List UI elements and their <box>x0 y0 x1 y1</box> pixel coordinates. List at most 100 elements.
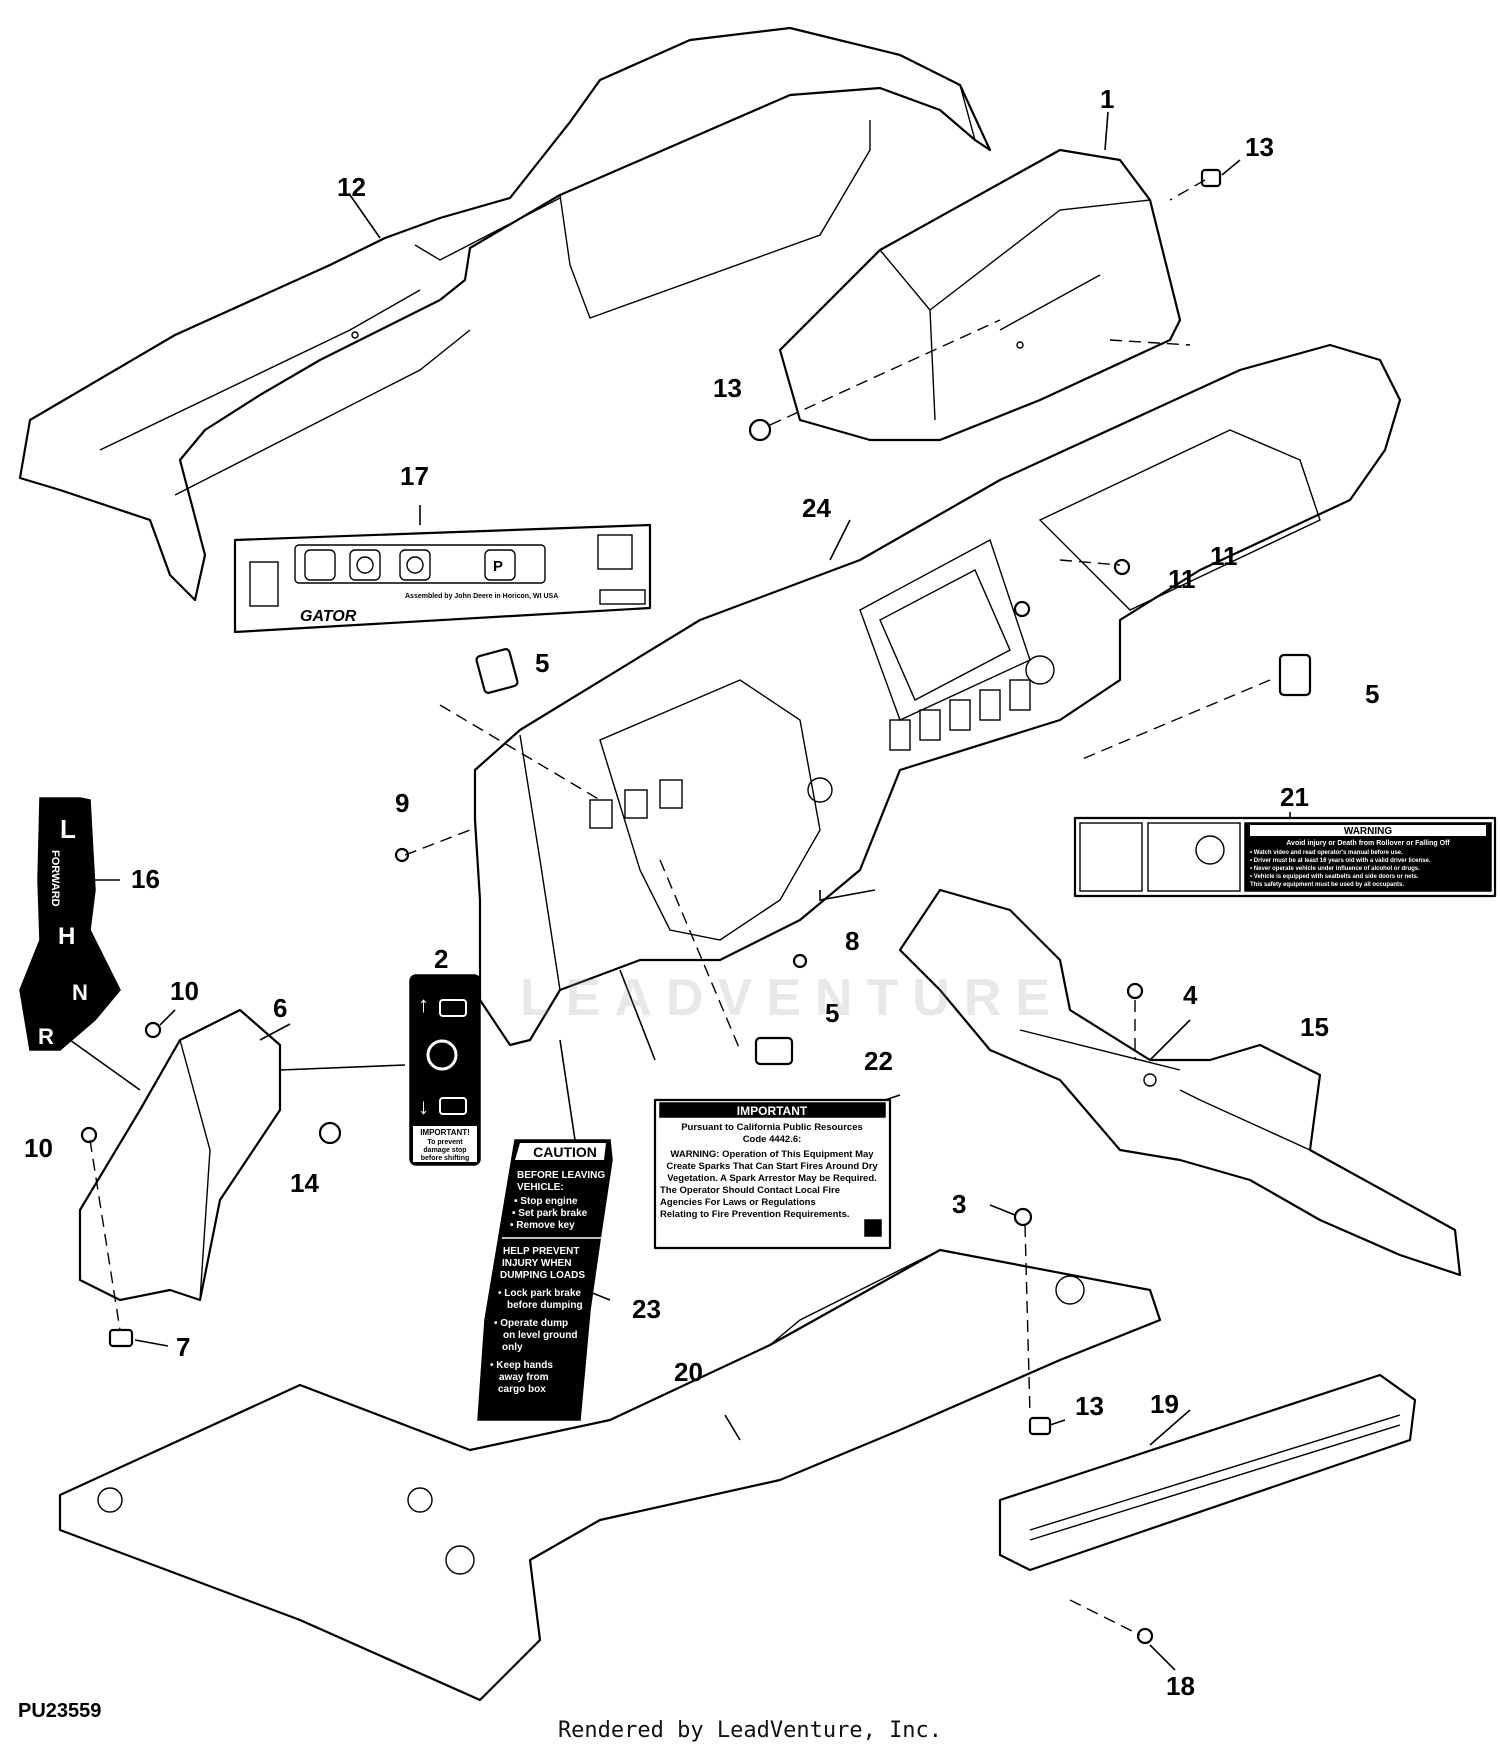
decal-23-b1-3: • Remove key <box>510 1220 575 1231</box>
decal-22-line-7: Agencies For Laws or Regulations <box>660 1197 816 1208</box>
decal-22-line-1: Pursuant to California Public Resources <box>681 1122 863 1133</box>
part-5-cap-lower <box>754 1036 794 1066</box>
part-12-dash-top-cover <box>18 26 992 602</box>
decal-23-b2-8: cargo box <box>498 1384 546 1395</box>
leader-lines <box>69 111 1291 1671</box>
decal-21-line-1: Avoid injury or Death from Rollover or F… <box>1286 840 1450 847</box>
decal-17-maker-line: Assembled by John Deere in Horicon, WI U… <box>405 593 558 600</box>
decal-22-heading: IMPORTANT <box>737 1104 808 1118</box>
part-24-dash-panel <box>473 343 1402 1047</box>
part-13-nut-left <box>748 418 772 442</box>
decal-2-line-1: To prevent <box>427 1139 463 1146</box>
svg-text:P: P <box>493 558 503 575</box>
decal-23-s2-line-1: HELP PREVENT <box>503 1246 580 1257</box>
decal-21-line-2: • Watch video and read operator's manual… <box>1250 850 1403 856</box>
callout-1: 1 <box>1100 84 1114 114</box>
svg-text:↓: ↓ <box>418 1094 429 1119</box>
callout-13-left: 13 <box>713 373 742 403</box>
callout-20: 20 <box>674 1357 703 1387</box>
part-19-side-rail <box>998 1373 1417 1572</box>
decal-23-b2-6: • Keep hands <box>490 1360 553 1371</box>
decal-23-b2-1: • Lock park brake <box>498 1288 581 1299</box>
callout-3: 3 <box>952 1189 966 1219</box>
shift-n: N <box>72 980 88 1005</box>
callout-8: 8 <box>845 926 859 956</box>
callout-15: 15 <box>1300 1012 1329 1042</box>
callout-2: 2 <box>434 944 448 974</box>
decal-22-line-5: Vegetation. A Spark Arrestor May be Requ… <box>667 1173 877 1184</box>
callout-22: 22 <box>864 1046 893 1076</box>
part-10-screw-upper <box>144 1021 162 1039</box>
part-5-cap-left <box>475 648 519 694</box>
decal-22-line-6: The Operator Should Contact Local Fire <box>660 1185 840 1196</box>
part-13-clip-lower <box>1028 1416 1052 1436</box>
callout-6: 6 <box>273 993 287 1023</box>
decal-2-line-2: damage stop <box>423 1147 466 1154</box>
part-13-clip-upper <box>1200 168 1222 188</box>
part-8-screw <box>792 953 808 969</box>
decal-23-b1-2: • Set park brake <box>512 1208 588 1219</box>
decal-17-instrument-decal: P Assembled by John Deere in Horicon, WI… <box>233 523 652 634</box>
decal-23-b2-2: before dumping <box>507 1300 583 1311</box>
callout-7: 7 <box>176 1332 190 1362</box>
decal-23-b1-1: • Stop engine <box>514 1196 578 1207</box>
decal-23-b2-7: away from <box>499 1372 549 1383</box>
part-6-shifter-bezel <box>78 1008 282 1302</box>
part-11-screw-2 <box>1013 600 1031 618</box>
callout-11-left: 11 <box>1168 564 1196 594</box>
decal-23-s1-line-1: BEFORE LEAVING <box>517 1170 605 1181</box>
callout-9: 9 <box>395 788 409 818</box>
part-20-floor-pan <box>58 1248 1162 1702</box>
callout-14: 14 <box>290 1168 319 1198</box>
callout-10-lower: 10 <box>24 1133 53 1163</box>
decal-22-line-3: WARNING: Operation of This Equipment May <box>670 1149 874 1160</box>
shift-r: R <box>38 1024 54 1049</box>
render-credit: Rendered by LeadVenture, Inc. <box>557 1718 943 1743</box>
part-9-screw <box>394 847 410 863</box>
decal-23-b2-4: on level ground <box>503 1330 577 1341</box>
decal-2-heading: IMPORTANT! <box>420 1128 470 1137</box>
callout-13-lower: 13 <box>1075 1391 1104 1421</box>
shift-h: H <box>58 923 75 950</box>
part-15-center-console <box>898 888 1462 1277</box>
part-5-cap-right <box>1278 653 1312 697</box>
watermark: LEADVENTURE <box>520 969 1065 1027</box>
part-3-push-rivet <box>1013 1207 1033 1227</box>
decal-21-line-4: • Never operate vehicle under influence … <box>1250 866 1420 872</box>
decal-22-line-4: Create Sparks That Can Start Fires Aroun… <box>666 1161 878 1172</box>
callout-12: 12 <box>337 172 366 202</box>
part-18-screw <box>1136 1627 1154 1645</box>
decal-2-line-3: before shifting <box>421 1155 470 1162</box>
decal-2-shift-decal: ↑ ↓ IMPORTANT! To prevent damage stop be… <box>409 974 481 1166</box>
decal-21-line-6: This safety equipment must be used by al… <box>1250 882 1404 888</box>
decal-21-line-3: • Driver must be at least 16 years old w… <box>1250 858 1431 864</box>
decal-23-s1-line-2: VEHICLE: <box>517 1182 564 1193</box>
decal-23-caution-decal: CAUTION BEFORE LEAVING VEHICLE: • Stop e… <box>477 1139 613 1421</box>
part-10-screw-lower <box>80 1126 98 1144</box>
decal-22-line-2: Code 4442.6: <box>743 1134 802 1145</box>
callout-19: 19 <box>1150 1389 1179 1419</box>
callout-4: 4 <box>1183 980 1198 1010</box>
callout-5-lower: 5 <box>825 998 839 1028</box>
decal-17-logo-text: GATOR <box>300 608 357 625</box>
figure-id: PU23559 <box>18 1700 102 1722</box>
shift-l: L <box>60 814 76 844</box>
assembly-lines <box>89 179 1271 1636</box>
part-11-screw-1 <box>1113 558 1131 576</box>
callout-23: 23 <box>632 1294 661 1324</box>
callout-21: 21 <box>1280 782 1309 812</box>
decal-16-shift-pattern: L H N R FORWARD <box>19 797 121 1051</box>
svg-text:↑: ↑ <box>418 992 429 1017</box>
callout-24: 24 <box>802 493 831 523</box>
callout-18: 18 <box>1166 1671 1195 1701</box>
decal-23-s2-line-2: INJURY WHEN <box>502 1258 571 1269</box>
shift-forward-label: FORWARD <box>49 850 61 907</box>
decal-23-b2-5: only <box>502 1342 523 1353</box>
decal-23-s2-line-3: DUMPING LOADS <box>500 1270 585 1281</box>
part-1-upper-bin <box>778 148 1182 442</box>
decal-23-b2-3: • Operate dump <box>494 1318 568 1329</box>
decal-22-line-8: Relating to Fire Prevention Requirements… <box>660 1209 850 1220</box>
callout-5-right: 5 <box>1365 679 1379 709</box>
decal-23-heading: CAUTION <box>533 1144 597 1160</box>
